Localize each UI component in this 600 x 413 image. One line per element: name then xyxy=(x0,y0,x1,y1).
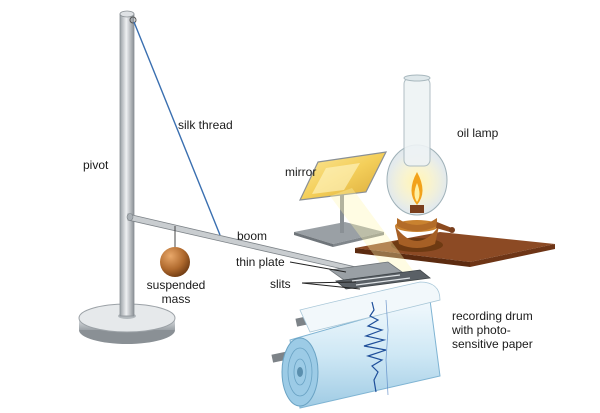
label-thin-plate: thin plate xyxy=(236,255,285,269)
seismic-trace xyxy=(363,301,387,393)
label-pivot: pivot xyxy=(83,158,109,172)
label-mirror: mirror xyxy=(285,165,317,179)
label-silk-thread: silk thread xyxy=(178,118,233,132)
label-recording-drum-line-3: sensitive paper xyxy=(452,337,533,351)
thin-plate-and-slits xyxy=(328,261,431,290)
label-suspended-mass-line-1: suspended xyxy=(146,278,206,292)
pivot-pole xyxy=(119,10,137,317)
label-boom: boom xyxy=(237,229,268,243)
suspended-mass xyxy=(160,226,190,277)
label-oil-lamp: oil lamp xyxy=(457,126,499,140)
light-beam xyxy=(330,188,420,283)
leader-lines xyxy=(289,261,361,290)
label-recording-drum: recording drum with photo- sensitive pap… xyxy=(452,309,533,351)
label-suspended-mass-line-2: mass xyxy=(161,292,191,306)
pivot-base xyxy=(78,303,176,344)
recording-drum xyxy=(271,281,441,409)
silk-thread xyxy=(133,21,221,236)
label-suspended-mass: suspended mass xyxy=(145,278,207,306)
oil-lamp xyxy=(386,74,455,252)
label-recording-drum-line-1: recording drum xyxy=(452,309,533,323)
label-recording-drum-line-2: with photo- xyxy=(452,323,511,337)
label-slits: slits xyxy=(270,277,291,291)
mirror xyxy=(294,151,388,247)
